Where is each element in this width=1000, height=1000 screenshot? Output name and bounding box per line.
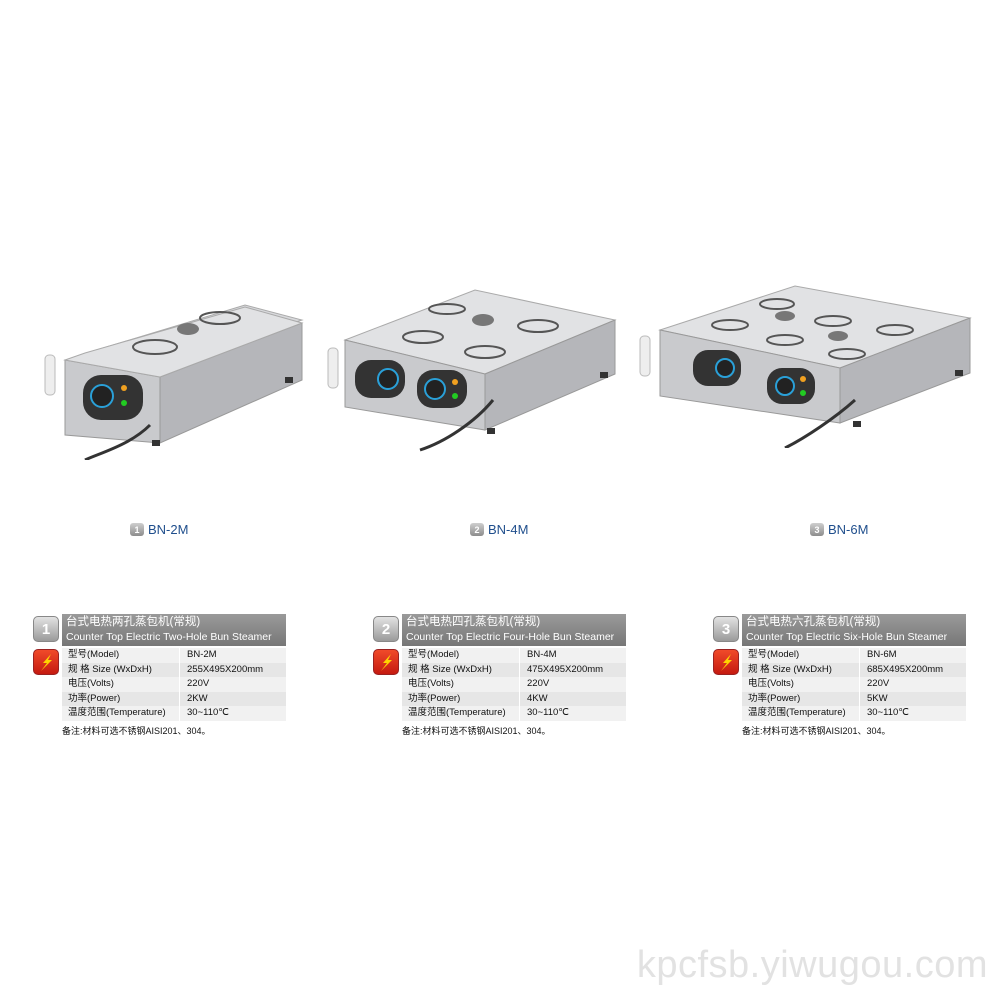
- spec-value: 220V: [187, 678, 210, 689]
- caption-label: BN-2M: [148, 522, 189, 537]
- caption-label: BN-4M: [488, 522, 529, 537]
- spec-header: 台式电热两孔蒸包机(常规) Counter Top Electric Two-H…: [62, 614, 286, 646]
- title-en: Counter Top Electric Four-Hole Bun Steam…: [406, 631, 615, 643]
- number-badge-icon: 1: [130, 523, 144, 536]
- number-badge: 3: [713, 616, 739, 642]
- lightning-icon: [33, 649, 59, 675]
- watermark: kpcfsb.yiwugou.com: [636, 944, 988, 986]
- spec-row: 型号(Model) BN-4M: [402, 648, 626, 663]
- spec-table: 型号(Model) BN-6M 规 格 Size (WxDxH) 685X495X2…: [742, 648, 966, 721]
- spec-key: 型号(Model): [62, 648, 180, 663]
- spec-row: 温度范围(Temperature) 30~110℃: [742, 706, 966, 721]
- spec-key: 电压(Volts): [742, 677, 860, 692]
- spec-value: 4KW: [527, 692, 548, 704]
- title-zh: 台式电热两孔蒸包机(常规): [66, 616, 201, 628]
- spec-value: 685X495X200mm: [867, 663, 944, 675]
- spec-row: 规 格 Size (WxDxH) 255X495X200mm: [62, 662, 286, 677]
- spec-row: 规 格 Size (WxDxH) 685X495X200mm: [742, 662, 966, 677]
- spec-key: 功率(Power): [62, 691, 180, 706]
- spec-key: 温度范围(Temperature): [742, 706, 860, 721]
- spec-key: 功率(Power): [402, 691, 520, 706]
- spec-value: BN-4M: [527, 649, 557, 660]
- spec-key: 温度范围(Temperature): [402, 706, 520, 721]
- spec-key: 型号(Model): [742, 648, 860, 663]
- spec-value: 475X495X200mm: [527, 663, 604, 675]
- spec-row: 电压(Volts) 220V: [402, 677, 626, 692]
- spec-key: 规 格 Size (WxDxH): [742, 662, 860, 677]
- spec-value: 255X495X200mm: [187, 663, 264, 675]
- spec-value: BN-6M: [867, 649, 897, 660]
- lightning-icon: [373, 649, 399, 675]
- spec-key: 温度范围(Temperature): [62, 706, 180, 721]
- material-note: 备注:材料可选不锈钢AISI201、304。: [62, 726, 211, 736]
- spec-row: 电压(Volts) 220V: [742, 677, 966, 692]
- spec-table: 型号(Model) BN-4M 规 格 Size (WxDxH) 475X495X2…: [402, 648, 626, 721]
- spec-value: 5KW: [867, 692, 888, 704]
- spec-row: 温度范围(Temperature) 30~110℃: [402, 706, 626, 721]
- title-en: Counter Top Electric Six-Hole Bun Steame…: [746, 631, 948, 643]
- spec-table: 型号(Model) BN-2M 规 格 Size (WxDxH) 255X495X2…: [62, 648, 286, 721]
- product-image-bn-2m: [44, 304, 304, 460]
- material-note: 备注:材料可选不锈钢AISI201、304。: [402, 726, 551, 736]
- spec-value: BN-2M: [187, 649, 217, 660]
- product-image-bn-4m: [327, 289, 617, 452]
- spec-value: 220V: [527, 678, 550, 689]
- spec-value: 220V: [867, 678, 890, 689]
- spec-value: 30~110℃: [527, 707, 569, 718]
- lightning-icon: [713, 649, 739, 675]
- spec-key: 型号(Model): [402, 648, 520, 663]
- title-zh: 台式电热四孔蒸包机(常规): [406, 616, 541, 628]
- spec-row: 规 格 Size (WxDxH) 475X495X200mm: [402, 662, 626, 677]
- spec-key: 电压(Volts): [402, 677, 520, 692]
- spec-key: 功率(Power): [742, 691, 860, 706]
- spec-header: 台式电热四孔蒸包机(常规) Counter Top Electric Four-…: [402, 614, 626, 646]
- product-image-bn-6m: [639, 285, 972, 448]
- caption-label: BN-6M: [828, 522, 869, 537]
- number-badge-icon: 3: [810, 523, 824, 536]
- caption-bn-4m: 2 BN-4M: [470, 522, 528, 537]
- spec-key: 规 格 Size (WxDxH): [62, 662, 180, 677]
- spec-row: 型号(Model) BN-2M: [62, 648, 286, 663]
- title-zh: 台式电热六孔蒸包机(常规): [746, 616, 881, 628]
- spec-key: 规 格 Size (WxDxH): [402, 662, 520, 677]
- spec-header: 台式电热六孔蒸包机(常规) Counter Top Electric Six-H…: [742, 614, 966, 646]
- material-note: 备注:材料可选不锈钢AISI201、304。: [742, 726, 891, 736]
- number-badge: 1: [33, 616, 59, 642]
- spec-key: 电压(Volts): [62, 677, 180, 692]
- spec-row: 功率(Power) 2KW: [62, 691, 286, 706]
- title-en: Counter Top Electric Two-Hole Bun Steame…: [66, 631, 272, 643]
- caption-bn-2m: 1 BN-2M: [130, 522, 188, 537]
- spec-value: 30~110℃: [187, 707, 229, 718]
- caption-bn-6m: 3 BN-6M: [810, 522, 868, 537]
- spec-row: 电压(Volts) 220V: [62, 677, 286, 692]
- number-badge-icon: 2: [470, 523, 484, 536]
- spec-value: 2KW: [187, 692, 208, 704]
- spec-row: 型号(Model) BN-6M: [742, 648, 966, 663]
- spec-row: 功率(Power) 5KW: [742, 691, 966, 706]
- number-badge: 2: [373, 616, 399, 642]
- spec-value: 30~110℃: [867, 707, 909, 718]
- spec-row: 功率(Power) 4KW: [402, 691, 626, 706]
- spec-row: 温度范围(Temperature) 30~110℃: [62, 706, 286, 721]
